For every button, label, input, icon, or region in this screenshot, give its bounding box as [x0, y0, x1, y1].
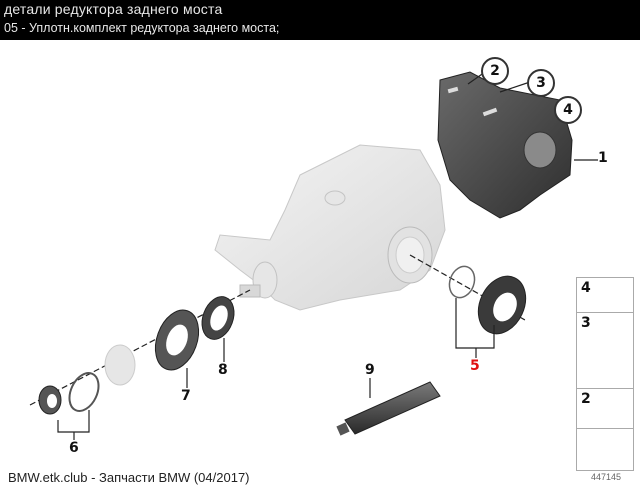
legend-label: 3	[581, 315, 591, 331]
page-subtitle: 05 - Уплотн.комплект редуктора заднего м…	[4, 21, 280, 35]
parts-diagram: 1 2 3 4 5 6 7 8 9	[0, 40, 640, 488]
callout-3[interactable]: 3	[527, 69, 555, 97]
footer-text: BMW.etk.club - Запчасти BMW (04/2017)	[8, 470, 250, 485]
legend-label: 2	[581, 391, 591, 407]
callout-1[interactable]: 1	[598, 150, 608, 166]
rear-cover	[437, 71, 573, 219]
legend-item-3[interactable]: 3	[577, 313, 633, 389]
legend-label: 4	[581, 280, 591, 296]
callout-2[interactable]: 2	[481, 57, 509, 85]
diagram-drawing	[29, 71, 626, 469]
legend-item-4[interactable]: 4	[577, 278, 633, 313]
header-bar: детали редуктора заднего моста 05 - Упло…	[0, 0, 640, 40]
callout-6[interactable]: 6	[69, 440, 79, 456]
callout-4[interactable]: 4	[554, 96, 582, 124]
fastener-legend: 4 3 2	[576, 277, 634, 471]
callout-8[interactable]: 8	[218, 362, 228, 378]
callout-9[interactable]: 9	[365, 362, 375, 378]
callout-7[interactable]: 7	[181, 388, 191, 404]
arrow-icon	[577, 429, 633, 469]
page-title: детали редуктора заднего моста	[4, 1, 223, 17]
differential-housing	[214, 144, 446, 311]
legend-item-2[interactable]: 2	[577, 389, 633, 429]
callout-5[interactable]: 5	[470, 358, 480, 374]
document-number: 447145	[591, 472, 622, 482]
